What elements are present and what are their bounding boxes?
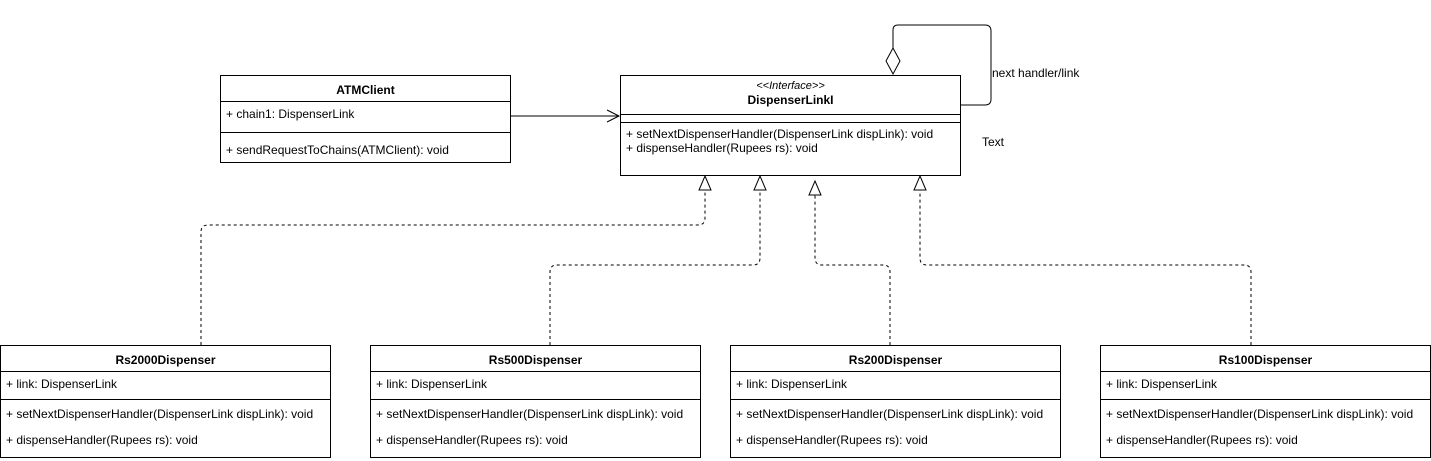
methods-compartment: + setNextDispenserHandler(DispenserLink …	[1101, 399, 1430, 447]
method-row: + setNextDispenserHandler(DispenserLink …	[736, 407, 1044, 421]
realization-line-rs100	[919, 190, 1252, 345]
method-row: + dispenseHandler(Rupees rs): void	[626, 141, 818, 155]
self-link-label: next handler/link	[992, 66, 1080, 80]
attributes-compartment: + link: DispenserLink	[731, 371, 1060, 399]
attributes-compartment: + link: DispenserLink	[1101, 371, 1430, 399]
methods-compartment: + setNextDispenserHandler(DispenserLink …	[1, 399, 330, 447]
attributes-compartment: + link: DispenserLink	[371, 371, 700, 399]
class-rs2000dispenser[interactable]: Rs2000Dispenser + link: DispenserLink + …	[0, 345, 331, 458]
class-name: Rs100Dispenser	[1218, 353, 1313, 367]
methods-compartment: + sendRequestToChains(ATMClient): void	[221, 132, 510, 157]
class-atmclient[interactable]: ATMClient + chain1: DispenserLink + send…	[220, 75, 511, 163]
self-aggregation-line	[892, 24, 992, 106]
realization-line-rs500	[549, 190, 761, 345]
class-name: ATMClient	[336, 83, 395, 97]
method-row: + setNextDispenserHandler(DispenserLink …	[376, 407, 684, 421]
realization-line-rs200	[814, 195, 891, 345]
attributes-compartment	[621, 114, 960, 122]
method-row: + setNextDispenserHandler(DispenserLink …	[1106, 407, 1414, 421]
class-name: Rs2000Dispenser	[115, 353, 216, 367]
method-row: + dispenseHandler(Rupees rs): void	[376, 433, 568, 447]
attribute-row: + link: DispenserLink	[376, 377, 488, 391]
class-name: Rs200Dispenser	[848, 353, 943, 367]
method-row: + setNextDispenserHandler(DispenserLink …	[6, 407, 314, 421]
attributes-compartment: + chain1: DispenserLink	[221, 101, 510, 132]
methods-compartment: + setNextDispenserHandler(DispenserLink …	[621, 122, 960, 155]
methods-compartment: + setNextDispenserHandler(DispenserLink …	[731, 399, 1060, 447]
class-rs500dispenser[interactable]: Rs500Dispenser + link: DispenserLink + s…	[370, 345, 701, 458]
method-row: + dispenseHandler(Rupees rs): void	[1106, 433, 1298, 447]
realization-line-rs2000	[200, 190, 706, 345]
class-rs200dispenser[interactable]: Rs200Dispenser + link: DispenserLink + s…	[730, 345, 1061, 458]
attribute-row: + link: DispenserLink	[6, 377, 118, 391]
attributes-compartment: + link: DispenserLink	[1, 371, 330, 399]
realization-arrowhead-rs100	[913, 174, 927, 191]
method-row: + dispenseHandler(Rupees rs): void	[6, 433, 198, 447]
methods-compartment: + setNextDispenserHandler(DispenserLink …	[371, 399, 700, 447]
aggregation-diamond	[885, 46, 901, 76]
interface-stereotype: <<Interface>>	[756, 80, 825, 92]
association-arrowhead	[606, 109, 621, 123]
realization-arrowhead-rs2000	[698, 174, 712, 191]
interface-name: DispenserLinkI	[747, 93, 834, 107]
class-name: Rs500Dispenser	[488, 353, 583, 367]
attribute-row: + chain1: DispenserLink	[226, 107, 355, 121]
realization-arrowhead-rs500	[753, 174, 767, 191]
attribute-row: + link: DispenserLink	[1106, 377, 1218, 391]
attribute-row: + link: DispenserLink	[736, 377, 848, 391]
method-row: + setNextDispenserHandler(DispenserLink …	[626, 127, 934, 141]
realization-arrowhead-rs200	[808, 179, 822, 196]
method-row: + dispenseHandler(Rupees rs): void	[736, 433, 928, 447]
method-row: + sendRequestToChains(ATMClient): void	[226, 143, 449, 157]
text-label: Text	[982, 135, 1005, 149]
class-rs100dispenser[interactable]: Rs100Dispenser + link: DispenserLink + s…	[1100, 345, 1431, 458]
interface-dispenserlinki[interactable]: <<Interface>> DispenserLinkI + setNextDi…	[620, 75, 961, 176]
